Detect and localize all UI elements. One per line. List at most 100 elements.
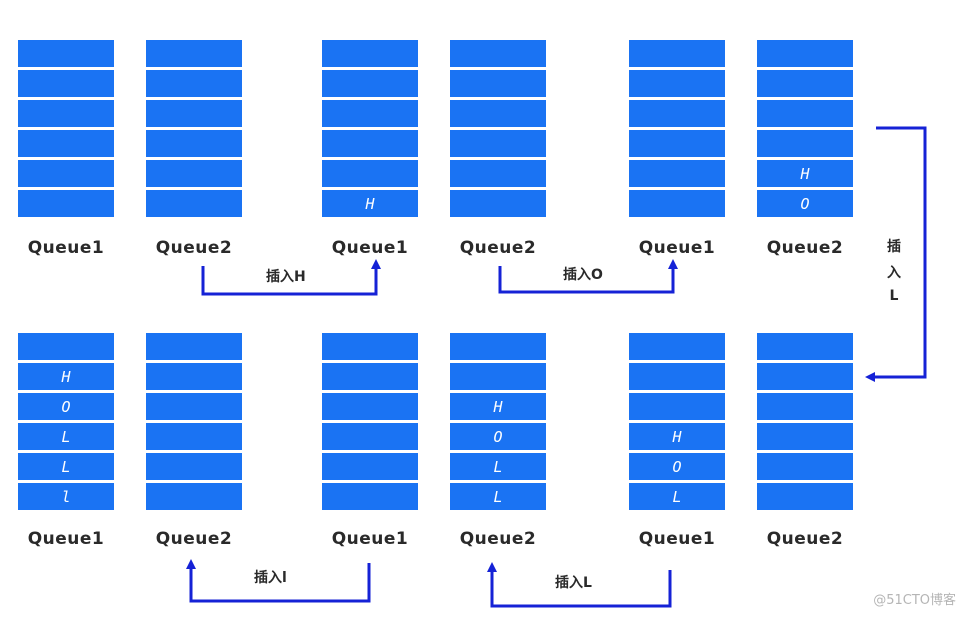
queue-cell: L <box>450 453 546 480</box>
queue-cell <box>146 40 242 67</box>
queue-cell <box>629 393 725 420</box>
queue-cell <box>322 453 418 480</box>
queue-cell <box>146 333 242 360</box>
queue-cell: H <box>629 423 725 450</box>
arrow-insert-l-down <box>865 126 927 382</box>
queue-label: Queue1 <box>638 238 716 258</box>
queue-cell <box>450 70 546 97</box>
queue-cell <box>757 333 853 360</box>
queue-cell <box>757 423 853 450</box>
queue-label: Queue2 <box>155 529 233 549</box>
queue-cell <box>18 40 114 67</box>
op-label-insert-l: 插入L <box>555 575 592 591</box>
queue-cell <box>146 70 242 97</box>
queue-cell: O <box>450 423 546 450</box>
queue-cell: O <box>18 393 114 420</box>
queue-cell <box>322 100 418 127</box>
queue-r1-s4 <box>450 40 546 217</box>
queue-cell <box>322 333 418 360</box>
queue-cell: L <box>629 483 725 510</box>
queue-cell <box>629 100 725 127</box>
queue-cell: L <box>18 423 114 450</box>
queue-cell <box>629 160 725 187</box>
queue-cell <box>146 130 242 157</box>
queue-cell <box>757 453 853 480</box>
queue-cell <box>757 363 853 390</box>
queue-r1-s2 <box>146 40 242 217</box>
queue-cell <box>18 130 114 157</box>
queue-label: Queue1 <box>27 529 105 549</box>
queue-label: Queue2 <box>155 238 233 258</box>
op-char: 入 <box>887 265 901 281</box>
queue-r2-s6 <box>757 333 853 510</box>
queue-cell <box>18 70 114 97</box>
queue-cell <box>322 483 418 510</box>
queue-cell <box>322 130 418 157</box>
queue-cell <box>757 70 853 97</box>
queue-cell: O <box>629 453 725 480</box>
queue-label: Queue2 <box>766 238 844 258</box>
arrow-insert-h <box>201 259 381 296</box>
queue-cell <box>322 423 418 450</box>
queue-cell: L <box>450 483 546 510</box>
queue-cell <box>18 100 114 127</box>
queue-cell <box>322 363 418 390</box>
arrow-insert-1 <box>186 559 371 603</box>
queue-cell: O <box>757 190 853 217</box>
queue-cell: H <box>322 190 418 217</box>
queue-cell <box>146 423 242 450</box>
queue-label: Queue2 <box>766 529 844 549</box>
queue-cell <box>757 130 853 157</box>
queue-cell <box>450 190 546 217</box>
queue-cell <box>146 190 242 217</box>
op-char: 插 <box>887 239 901 255</box>
queue-cell <box>146 100 242 127</box>
queue-cell: L <box>18 453 114 480</box>
queue-cell <box>629 333 725 360</box>
queue-cell <box>146 160 242 187</box>
queue-cell <box>146 393 242 420</box>
queue-r1-s1 <box>18 40 114 217</box>
queue-r1-s5 <box>629 40 725 217</box>
queue-cell <box>450 100 546 127</box>
queue-cell <box>629 40 725 67</box>
op-label-insert-o: 插入O <box>563 267 603 283</box>
queue-cell <box>146 363 242 390</box>
queue-cell <box>450 363 546 390</box>
queue-cell <box>322 70 418 97</box>
queue-cell <box>629 130 725 157</box>
queue-cell: H <box>450 393 546 420</box>
arrow-insert-o <box>498 259 678 294</box>
queue-r2-s2 <box>146 333 242 510</box>
queue-cell <box>450 333 546 360</box>
queue-cell <box>629 190 725 217</box>
queue-label: Queue1 <box>27 238 105 258</box>
op-char: L <box>889 288 899 304</box>
queue-label: Queue2 <box>459 238 537 258</box>
queue-cell <box>757 483 853 510</box>
queue-cell: H <box>757 160 853 187</box>
queue-cell: l <box>18 483 114 510</box>
queue-cell <box>757 100 853 127</box>
queue-r2-s3 <box>322 333 418 510</box>
queue-cell <box>322 40 418 67</box>
queue-cell <box>757 393 853 420</box>
queue-cell <box>629 363 725 390</box>
queue-cell <box>450 160 546 187</box>
op-label-insert-1: 插入l <box>254 570 287 586</box>
queue-cell <box>18 190 114 217</box>
queue-cell <box>450 40 546 67</box>
queue-cell <box>146 483 242 510</box>
queue-label: Queue1 <box>638 529 716 549</box>
queue-cell <box>146 453 242 480</box>
queue-label: Queue1 <box>331 529 409 549</box>
queue-cell <box>18 160 114 187</box>
queue-cell <box>450 130 546 157</box>
op-label-insert-h: 插入H <box>266 269 306 285</box>
queue-label: Queue2 <box>459 529 537 549</box>
